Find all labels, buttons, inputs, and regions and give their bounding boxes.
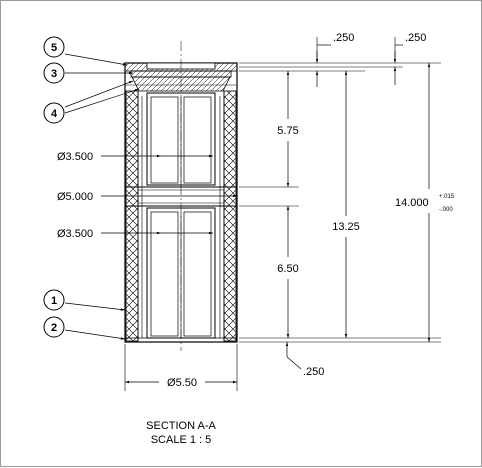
svg-text:5: 5 — [51, 42, 57, 54]
dim-dia-lower: Ø3.500 — [57, 228, 93, 240]
balloon-5: 5 — [43, 36, 65, 58]
dim-top-cap-left: .250 — [333, 32, 354, 44]
dim-inner-length: 13.25 — [332, 221, 360, 233]
svg-text:2: 2 — [51, 322, 57, 334]
svg-text:3: 3 — [51, 68, 57, 80]
dim-dia-upper: Ø3.500 — [57, 151, 93, 163]
balloon-4: 4 — [43, 102, 65, 124]
dim-lower-chamber: 6.50 — [277, 263, 298, 275]
tube-body — [124, 62, 238, 343]
dim-top-cap-right: .250 — [405, 32, 426, 44]
dim-overall-tol-plus: +.015 — [439, 194, 455, 200]
dim-dia-outer: Ø5.50 — [167, 377, 197, 389]
dim-dia-mid: Ø5.000 — [57, 191, 93, 203]
dimension-lines — [101, 44, 431, 384]
balloon-3: 3 — [43, 62, 65, 84]
view-scale: SCALE 1 : 5 — [151, 434, 212, 446]
svg-text:4: 4 — [51, 108, 58, 120]
view-title: SECTION A-A — [146, 420, 216, 432]
dim-bottom-cap: .250 — [303, 366, 324, 378]
dim-upper-chamber: 5.75 — [277, 125, 298, 137]
dim-overall-tol-minus: -.000 — [439, 207, 453, 213]
balloon-leaders — [64, 53, 140, 340]
svg-text:1: 1 — [51, 295, 57, 307]
dim-overall-length: 14.000 — [395, 197, 429, 209]
balloon-1: 1 — [43, 289, 65, 311]
extension-lines — [124, 37, 441, 391]
balloon-2: 2 — [43, 316, 65, 338]
